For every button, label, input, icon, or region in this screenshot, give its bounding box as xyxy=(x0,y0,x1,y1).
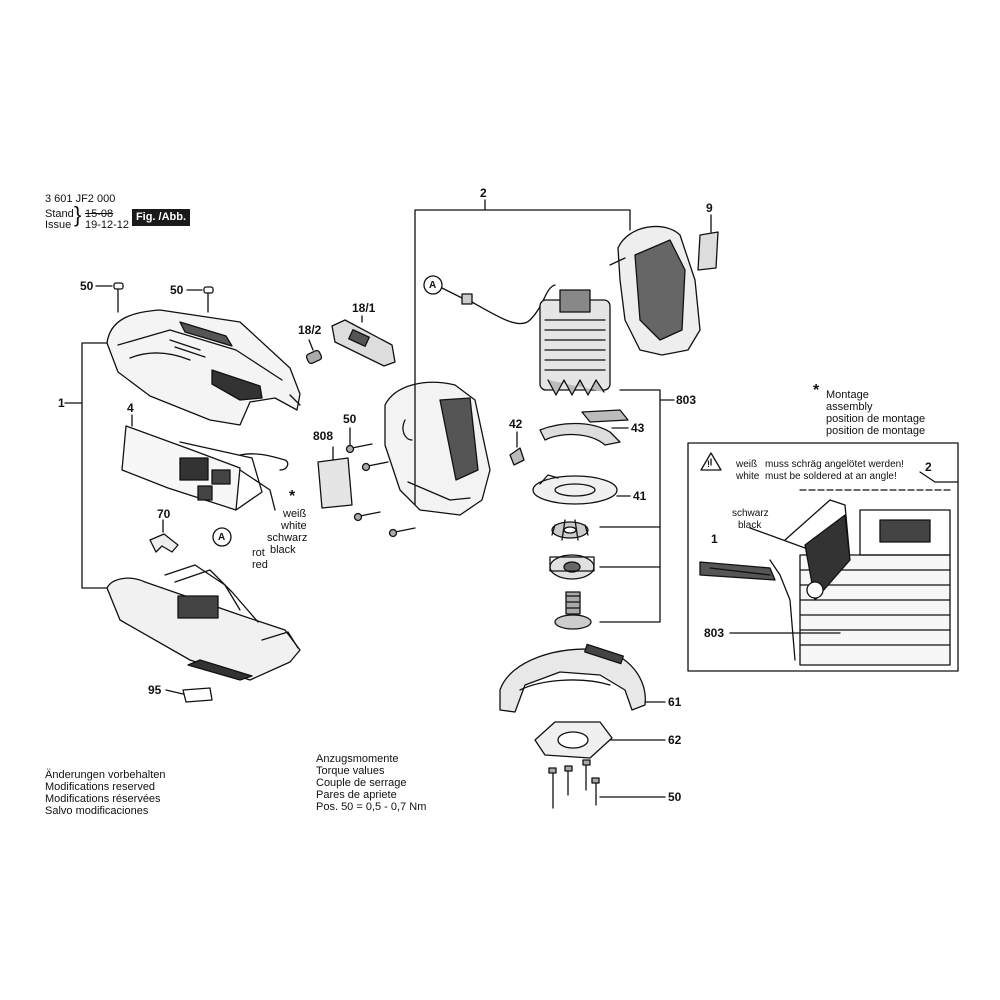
document-number: 3 601 JF2 000 xyxy=(45,193,116,205)
baffle-plate-41 xyxy=(532,474,631,505)
label-50-center: 50 xyxy=(343,412,357,426)
clip-70 xyxy=(149,533,179,553)
detail-label-2: 2 xyxy=(925,460,932,474)
label-50-left: 50 xyxy=(80,279,94,293)
torque-value: Pos. 50 = 0,5 - 0,7 Nm xyxy=(316,801,427,813)
torque-en: Torque values xyxy=(316,765,385,777)
bracket-part-1 xyxy=(81,342,109,589)
label-62: 62 xyxy=(668,733,682,747)
changes-de: Änderungen vorbehalten xyxy=(45,769,166,781)
detail-black: black xyxy=(738,520,762,531)
screws-50-bottom xyxy=(548,759,666,809)
screw-50-left xyxy=(95,282,124,313)
connector-a-left xyxy=(212,527,232,547)
ball-bearing xyxy=(549,554,595,580)
wire-weiss: weiß xyxy=(283,508,307,520)
changes-fr: Modifications réservées xyxy=(45,793,161,805)
torque-es: Pares de apriete xyxy=(316,789,397,801)
label-1: 1 xyxy=(58,396,65,410)
detail-label-1: 1 xyxy=(711,532,718,546)
circuit-board-4 xyxy=(121,414,289,511)
wire-schwarz: schwarz xyxy=(267,532,308,544)
label-95: 95 xyxy=(148,683,162,697)
figure-tag: Fig. /Abb. 1 xyxy=(132,209,190,240)
torque-de: Anzugsmomente xyxy=(316,753,399,765)
label-2: 2 xyxy=(480,186,487,200)
label-808 xyxy=(317,457,353,509)
label-42: 42 xyxy=(509,417,523,431)
label-50-right: 50 xyxy=(170,283,184,297)
wire-red: red xyxy=(252,559,268,571)
lower-housing-shell xyxy=(106,564,301,681)
montage-fr: position de montage xyxy=(826,413,926,425)
brace-glyph: } xyxy=(74,202,82,227)
issue-label: Issue xyxy=(45,219,72,231)
label-95 xyxy=(182,687,213,703)
motor-armature xyxy=(539,289,611,396)
montage-de: Montage xyxy=(826,389,869,401)
label-18-2: 18/2 xyxy=(298,323,322,337)
label-a-upper: A xyxy=(429,280,437,291)
upper-housing-shell xyxy=(106,309,301,426)
label-50-bottom: 50 xyxy=(668,790,682,804)
label-a-left: A xyxy=(218,532,226,543)
issue-date: 19-12-12 xyxy=(85,219,130,231)
motor-housing-upper xyxy=(609,225,701,356)
changes-es: Salvo modificaciones xyxy=(45,805,149,817)
warn-de-word: weiß xyxy=(736,459,758,470)
fan-coupling xyxy=(551,519,589,541)
label-9: 9 xyxy=(706,201,713,215)
part-42 xyxy=(509,447,525,466)
wire-white: white xyxy=(281,520,307,532)
label-803: 803 xyxy=(676,393,697,407)
spindle xyxy=(554,591,592,630)
spring-18-2 xyxy=(305,339,323,365)
detail-box xyxy=(687,442,959,672)
montage-en: assembly xyxy=(826,401,873,413)
stand-label: Stand xyxy=(45,208,74,220)
motor-housing-lower xyxy=(384,381,491,516)
label-61: 61 xyxy=(668,695,682,709)
cover-61 xyxy=(499,643,666,713)
label-808: 808 xyxy=(313,429,334,443)
label-9 xyxy=(697,231,719,271)
warn-de-text: muss schräg angelötet werden! xyxy=(765,459,904,470)
label-70: 70 xyxy=(157,507,171,521)
warn-en-word: white xyxy=(736,471,760,482)
connector-a-upper xyxy=(423,275,443,295)
flange-62 xyxy=(534,721,666,759)
detail-schwarz: schwarz xyxy=(732,508,769,519)
wire-black: black xyxy=(270,544,296,556)
clip-43 xyxy=(539,409,629,446)
wire-rot: rot xyxy=(252,547,265,559)
switch-slider-18-1 xyxy=(331,315,396,367)
screws-50-center xyxy=(345,427,416,538)
warn-en-text: must be soldered at an angle! xyxy=(765,471,897,482)
changes-en: Modifications reserved xyxy=(45,781,156,793)
bracket-part-803 xyxy=(599,389,661,623)
montage-es: position de montage xyxy=(826,425,926,437)
detail-label-803: 803 xyxy=(704,626,725,640)
star-marker: * xyxy=(289,488,296,505)
label-18-1: 18/1 xyxy=(352,301,376,315)
montage-star: * xyxy=(813,382,820,399)
label-43: 43 xyxy=(631,421,645,435)
warning-icon: ! xyxy=(707,459,710,469)
label-41: 41 xyxy=(633,489,647,503)
bracket-part-2 xyxy=(414,209,631,506)
torque-fr: Couple de serrage xyxy=(316,777,407,789)
screw-50-right xyxy=(186,286,214,313)
label-4: 4 xyxy=(127,401,134,415)
stand-date: 15-08 xyxy=(85,208,114,220)
